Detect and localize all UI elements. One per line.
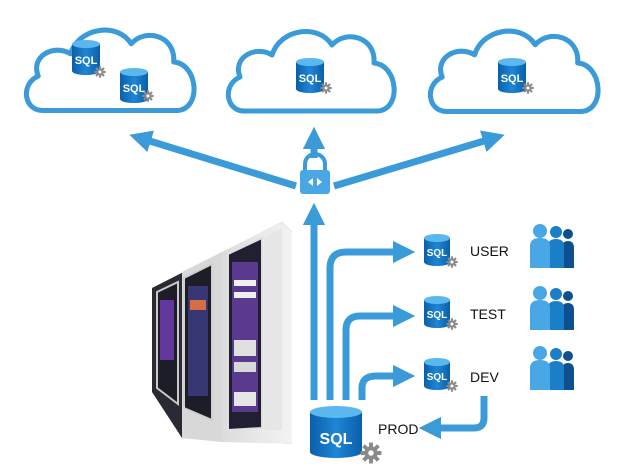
arrow-to-dev	[358, 364, 416, 400]
env-label-prod: PROD	[378, 421, 419, 437]
cloud-left	[26, 30, 194, 110]
env-label-dev: DEV	[470, 369, 499, 385]
arrow-to-test	[342, 304, 416, 400]
users-group-icon-user	[530, 224, 574, 268]
prod-db: SQL	[310, 406, 382, 464]
arrow-to-user	[326, 240, 416, 400]
db-label: SQL	[299, 73, 322, 85]
db-label: SQL	[427, 372, 448, 383]
gear-icon	[522, 82, 534, 94]
dev-db: SQL	[424, 358, 458, 392]
cloud-center-db: SQL	[296, 58, 332, 94]
db-label: SQL	[427, 248, 448, 259]
db-label: SQL	[501, 73, 524, 85]
arrow-to-cloud-right	[332, 130, 505, 190]
gear-icon	[360, 442, 382, 464]
user-db: SQL	[424, 234, 458, 268]
db-label: SQL	[123, 83, 146, 95]
cloud-left-db-1: SQL	[72, 40, 106, 78]
gear-icon	[446, 380, 458, 392]
test-db: SQL	[424, 296, 458, 330]
gear-icon	[446, 256, 458, 268]
arrow-to-cloud-left	[129, 130, 298, 190]
db-label: SQL	[75, 55, 98, 67]
rack-glow	[160, 262, 258, 412]
cloud-left-db-2: SQL	[120, 68, 154, 103]
gear-icon	[142, 90, 154, 102]
users-group-icon-dev	[530, 346, 574, 390]
lock-icon	[300, 152, 330, 194]
server-rack-photo	[152, 222, 292, 444]
env-label-user: USER	[470, 243, 509, 259]
gear-icon	[94, 66, 106, 78]
db-label: SQL	[320, 431, 353, 448]
gear-icon	[320, 82, 332, 94]
arrow-dev-to-prod	[418, 396, 488, 440]
env-label-test: TEST	[470, 306, 506, 322]
gear-icon	[446, 318, 458, 330]
db-label: SQL	[427, 310, 448, 321]
users-group-icon-test	[530, 286, 574, 330]
cloud-right-db: SQL	[498, 58, 534, 94]
